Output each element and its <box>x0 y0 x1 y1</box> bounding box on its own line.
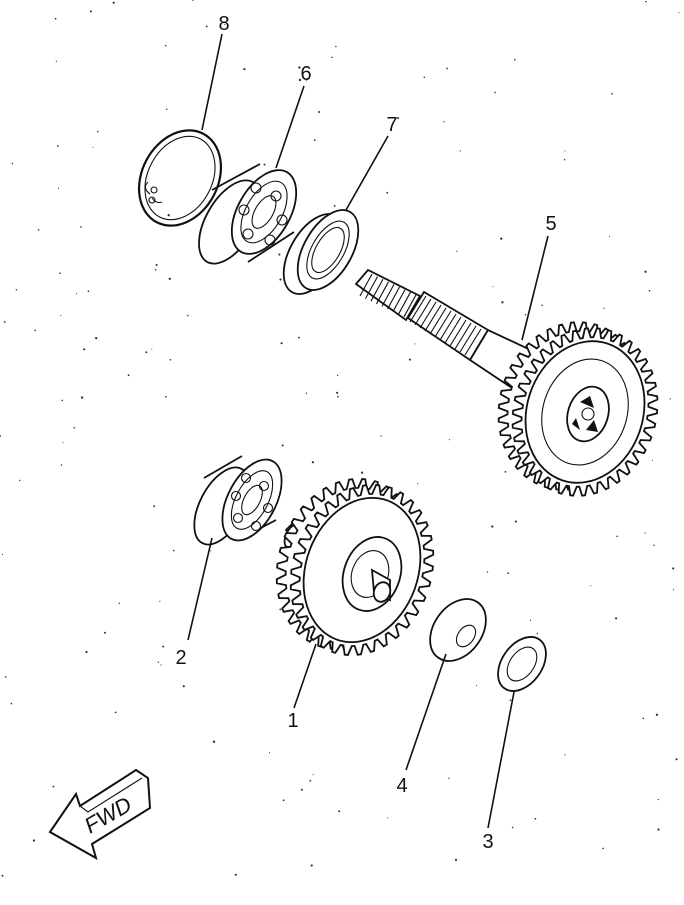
callout-1: 1 <box>287 710 298 732</box>
main-axle-part-5 <box>354 268 659 497</box>
bearing-part-2 <box>193 455 283 546</box>
callout-numbers: 8 6 7 5 2 1 4 3 <box>175 13 556 853</box>
circlip-part-8 <box>137 129 223 227</box>
leader-lines <box>187 33 549 829</box>
callout-6: 6 <box>300 63 311 85</box>
fwd-arrow-icon: FWD <box>48 768 152 861</box>
washer-part-3 <box>497 636 547 692</box>
callout-4: 4 <box>396 775 407 797</box>
callout-5: 5 <box>545 213 556 235</box>
oil-seal-part-7 <box>282 209 360 295</box>
idler-gear-part-1 <box>275 478 435 656</box>
callout-3: 3 <box>482 831 493 853</box>
callout-7: 7 <box>386 114 397 136</box>
washer-part-4 <box>429 598 487 662</box>
callout-2: 2 <box>175 647 186 669</box>
bearing-part-6 <box>198 163 298 265</box>
callout-8: 8 <box>218 13 229 35</box>
